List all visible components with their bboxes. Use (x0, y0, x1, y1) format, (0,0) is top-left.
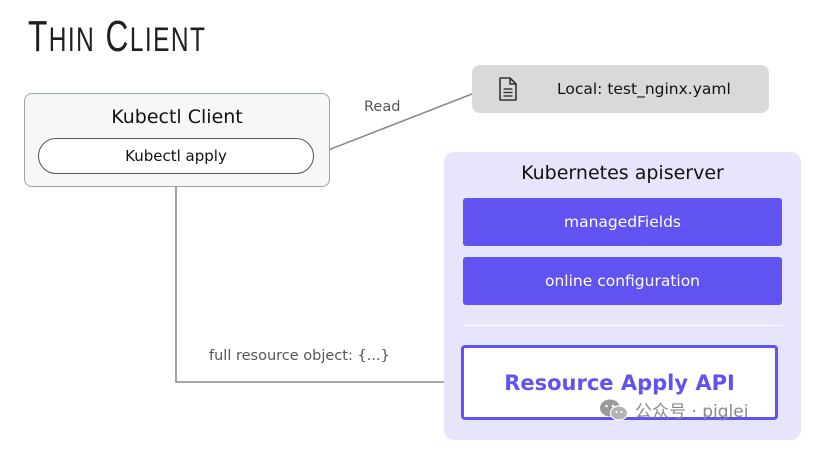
watermark-label: 公众号 · piglei (635, 402, 749, 422)
managed-fields-node: managedFields (463, 198, 782, 246)
title-first-initial: T (28, 12, 49, 61)
title-first-rest: hin (48, 21, 96, 59)
apiserver-title: Kubernetes apiserver (521, 162, 724, 184)
watermark: 公众号 · piglei (599, 397, 748, 422)
local-file-box: Local: test_nginx.yaml (472, 65, 769, 113)
title-second-rest: lient (129, 21, 207, 59)
kubectl-apply-label: Kubectl apply (125, 147, 227, 165)
payload-edge-label: full resource object: {...} (209, 348, 390, 364)
kubectl-client-title: Kubectl Client (111, 106, 243, 128)
managed-fields-label: managedFields (564, 213, 681, 231)
online-configuration-node: online configuration (463, 257, 782, 305)
wechat-icon (600, 399, 629, 421)
kubectl-apply-node: Kubectl apply (38, 138, 314, 174)
apiserver-divider (463, 325, 782, 326)
kubernetes-apiserver-panel: Kubernetes apiserver managedFields onlin… (444, 152, 801, 440)
read-edge-label: Read (364, 99, 401, 115)
title-second-initial: C (105, 12, 130, 61)
resource-apply-api-label: Resource Apply API (504, 370, 735, 395)
kubectl-client-box: Kubectl Client Kubectl apply (24, 93, 330, 187)
page-title: Thin Client (28, 12, 206, 62)
document-icon (499, 77, 517, 101)
local-file-label: Local: test_nginx.yaml (557, 80, 731, 98)
online-configuration-label: online configuration (544, 272, 701, 290)
